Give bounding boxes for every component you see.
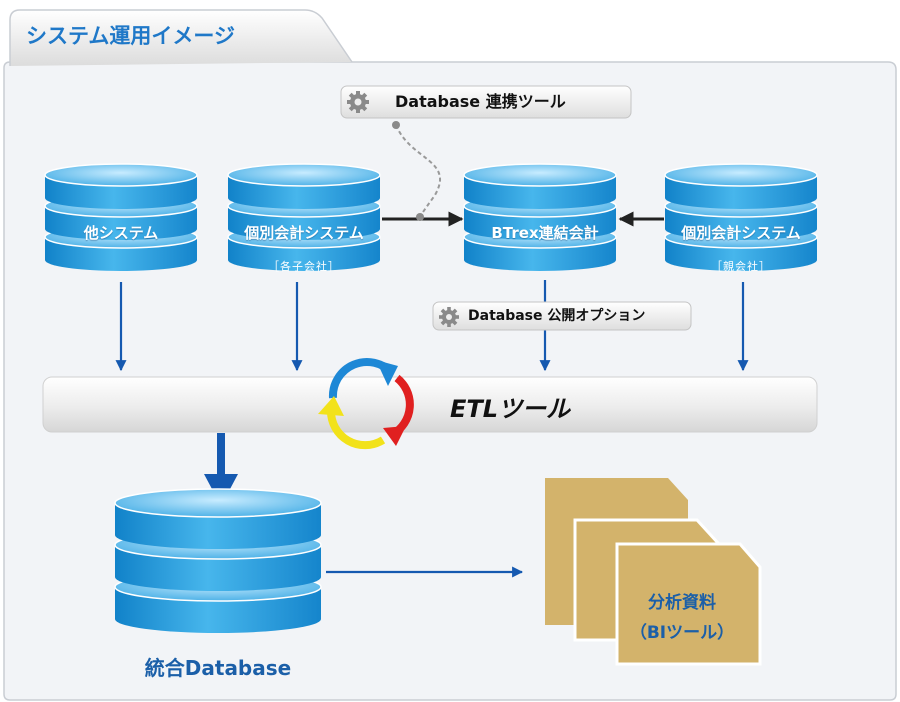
- analysis-documents-icon: [545, 478, 762, 666]
- title-tab: [9, 9, 353, 66]
- parent-system-sub: ［親会社］: [711, 260, 771, 273]
- page-title: システム運用イメージ: [26, 24, 235, 48]
- database-icon-btrex: [463, 163, 617, 271]
- connector-dot-bottom: [416, 213, 424, 221]
- database-segment-top: [664, 163, 818, 187]
- parent-system-label: 個別会計システム: [681, 224, 801, 242]
- integrated-database-label: 統合Database: [144, 656, 292, 680]
- database-publish-option-label: Database 公開オプション: [468, 308, 646, 324]
- etl-tool-label: ETLツール: [450, 395, 571, 423]
- subsidiary-system-sub: ［各子会社］: [268, 260, 340, 273]
- gear-icon: [439, 307, 459, 327]
- database-segment-top: [114, 488, 322, 518]
- database-icon-integrated: [114, 488, 322, 633]
- tag-database-publish-bg: [432, 301, 692, 331]
- etl-cycle-icon: [318, 357, 414, 450]
- btrex-label: BTrex連結会計: [491, 224, 599, 242]
- gear-icon: [347, 91, 369, 113]
- database-icon-other-system: [44, 163, 198, 271]
- database-segment-top: [44, 163, 198, 187]
- other-system-label: 他システム: [83, 224, 159, 242]
- tag-database-link-bg: [340, 85, 632, 119]
- database-segment-top: [227, 163, 381, 187]
- database-icon-subsidiary: [227, 163, 381, 271]
- database-link-tool-label: Database 連携ツール: [395, 92, 566, 111]
- analysis-line2: （BIツール）: [629, 623, 735, 643]
- analysis-line1: 分析資料: [648, 593, 716, 613]
- database-segment-top: [463, 163, 617, 187]
- subsidiary-system-label: 個別会計システム: [244, 224, 364, 242]
- etl-bar: [42, 376, 818, 433]
- tool-connector: [395, 124, 442, 218]
- connector-dot-top: [392, 121, 400, 129]
- database-icon-parent: [664, 163, 818, 271]
